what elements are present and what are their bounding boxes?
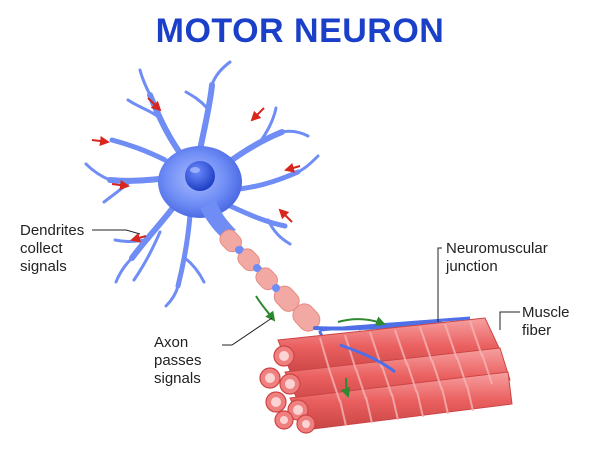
axon-signal-arrows — [255, 295, 386, 398]
dendrites — [84, 60, 320, 308]
cell-body — [158, 146, 242, 236]
axon — [219, 229, 321, 332]
label-dendrites: Dendrites collect signals — [20, 222, 85, 275]
nucleus — [185, 161, 215, 191]
input-signal-arrows — [91, 97, 301, 243]
diagram-title: MOTOR NEURON — [155, 12, 445, 50]
label-neuromuscular-junction: Neuromuscular junction — [446, 240, 548, 275]
muscle-fiber-bundle — [259, 316, 513, 434]
leader-lines — [92, 229, 520, 346]
muscle-fiber-ends — [259, 345, 316, 434]
label-axon: Axon passes signals — [154, 334, 202, 387]
label-muscle-fiber: Muscle fiber — [522, 304, 570, 339]
